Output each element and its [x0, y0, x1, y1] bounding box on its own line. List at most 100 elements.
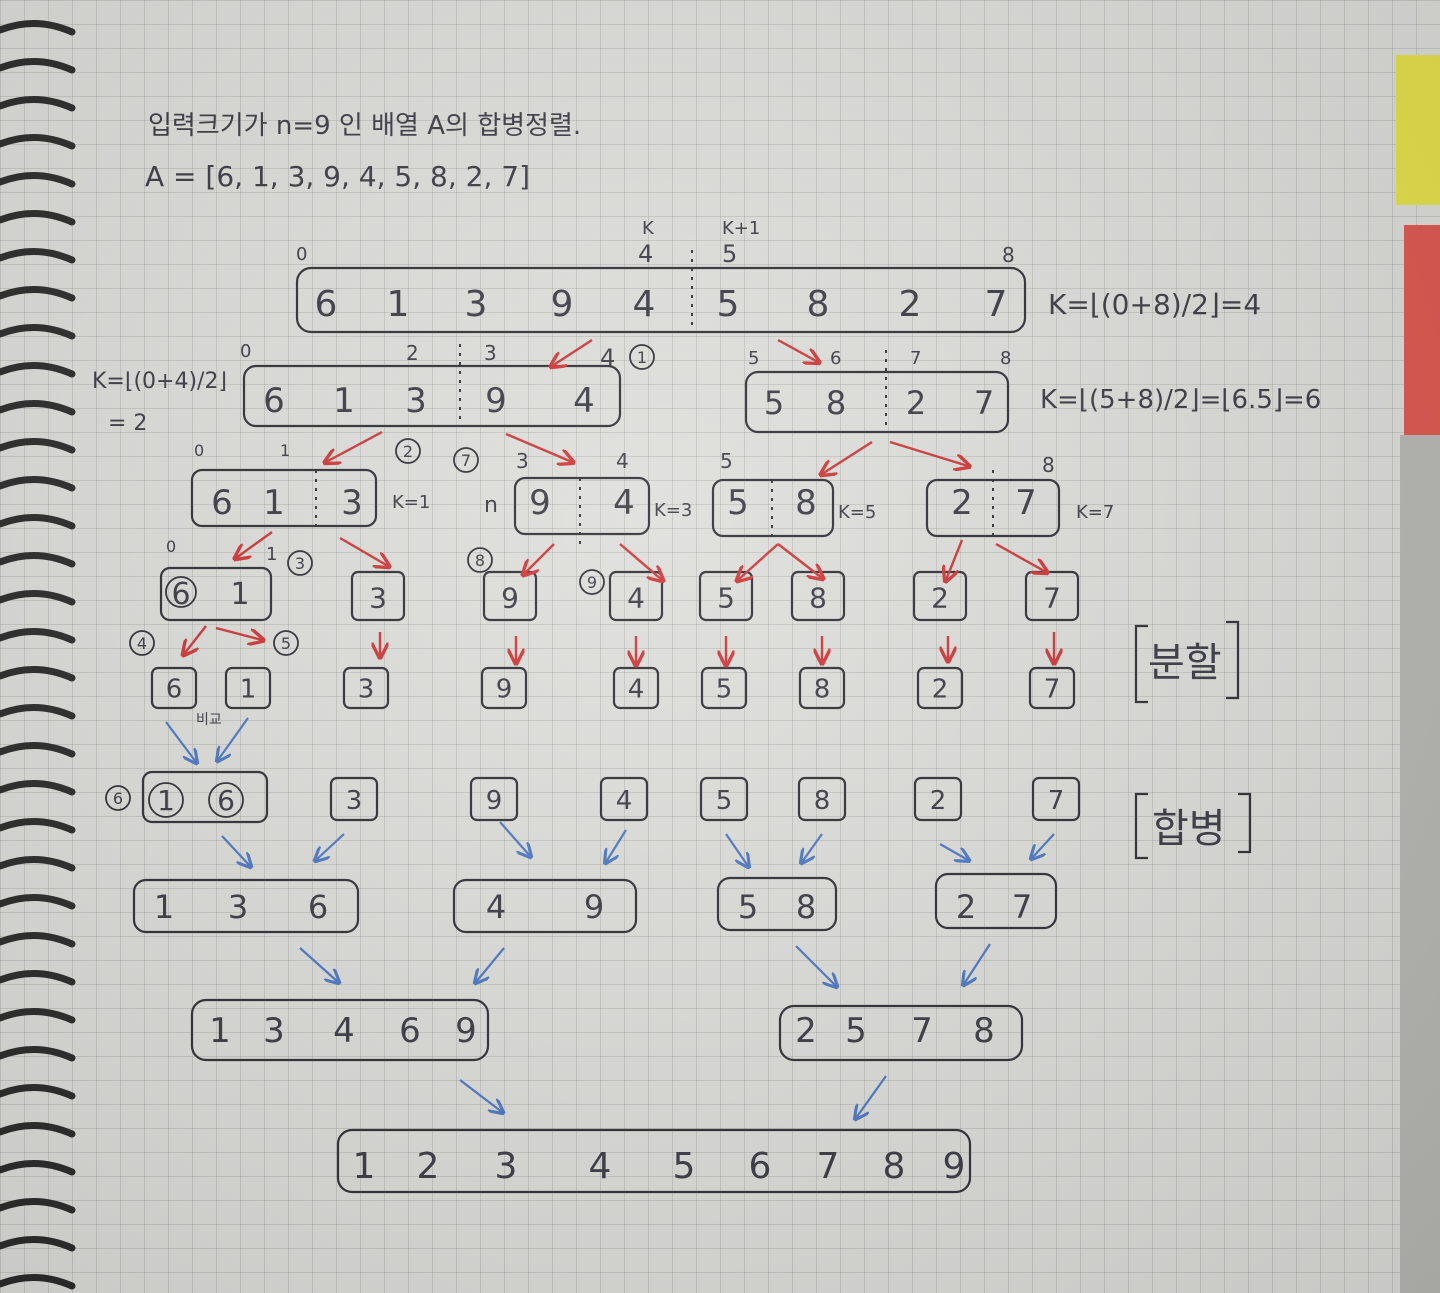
m2-cell-4: 9 [584, 888, 604, 926]
leaf-1: 1 [240, 675, 257, 705]
leaf-3: 9 [496, 675, 513, 705]
l3-single-box-2 [608, 570, 664, 622]
spiral-ring [0, 1121, 76, 1138]
merge-box-2578 [778, 1004, 1024, 1062]
split-arrow-13 [995, 542, 1046, 572]
right-cell-1: 8 [826, 384, 846, 422]
box-94 [513, 476, 651, 536]
l3-single-2: 4 [627, 582, 645, 615]
spiral-ring [0, 665, 76, 682]
spiral-ring [0, 1197, 76, 1214]
spiral-ring [0, 513, 76, 530]
split-arrow-15 [215, 626, 262, 640]
l3-single-1: 9 [501, 582, 519, 615]
spiral-ring [0, 1045, 76, 1062]
sorted-array-box [336, 1128, 972, 1194]
leaf-6: 8 [814, 675, 831, 705]
leaf-box-7 [916, 666, 964, 710]
m3-cell-6: 5 [845, 1011, 867, 1051]
l3-single-box-1 [482, 570, 538, 622]
step-circle-3 [287, 550, 313, 576]
split-arrow-12 [946, 539, 964, 580]
leaf-2: 3 [358, 675, 375, 705]
m2-cell-0: 1 [154, 888, 174, 926]
left-cell-1: 1 [333, 381, 355, 421]
merge-arrow-2 [221, 835, 250, 866]
step-circle-7 [453, 447, 479, 473]
spiral-binding [0, 19, 76, 1290]
k-eq-1: K=1 [392, 492, 430, 513]
split-arrow-6 [236, 531, 273, 558]
spiral-ring [0, 1235, 76, 1252]
merge-arrow-0 [165, 721, 196, 762]
m3-cell-0: 1 [209, 1011, 231, 1051]
index-0-l3: 0 [166, 537, 176, 556]
k-eq-5: K=5 [838, 502, 876, 523]
index-8-right: 8 [1000, 348, 1011, 369]
index-5-root: 5 [722, 240, 737, 268]
l3-single-4: 8 [809, 582, 827, 615]
merge-arrow-5 [606, 829, 627, 862]
m1-single-6: 7 [1048, 786, 1065, 816]
arrows [165, 338, 1054, 1118]
leaf-0: 6 [166, 675, 183, 705]
sorted-cell-2: 3 [495, 1146, 518, 1187]
m3-cell-4: 9 [455, 1011, 477, 1051]
left-cell-2: 3 [405, 381, 427, 421]
step-circle-2 [395, 438, 421, 464]
sorted-cell-6: 7 [817, 1146, 840, 1187]
root-cell-5: 5 [717, 284, 740, 325]
k-eq-3: K=3 [654, 500, 692, 521]
k-eq-7: K=7 [1076, 502, 1114, 523]
merge-box-58 [716, 876, 838, 932]
right-cell-3: 7 [974, 384, 994, 422]
merge-label: 합병 [1152, 806, 1226, 852]
step-circle-1 [629, 344, 655, 370]
leaf-8: 7 [1044, 675, 1061, 705]
sticky-tabs [1392, 0, 1440, 1293]
box-61 [159, 566, 273, 622]
m2-cell-1: 3 [228, 888, 248, 926]
spiral-ring [0, 741, 76, 758]
sorted-cell-7: 8 [883, 1146, 906, 1187]
l2-cell-3: 9 [529, 483, 551, 523]
spiral-ring [0, 1159, 76, 1176]
right-cell-0: 5 [764, 384, 784, 422]
spiral-ring [0, 57, 76, 74]
merge-arrow-6 [725, 833, 748, 866]
m1-single-4: 8 [814, 786, 831, 816]
leaf-box-2 [342, 666, 390, 710]
spiral-ring [0, 361, 76, 378]
title-line: 입력크기가 n=9 인 배열 A의 합병정렬. [148, 111, 581, 141]
l2-cell-1: 1 [263, 483, 285, 523]
merge-arrow-14 [459, 1079, 502, 1112]
spiral-ring [0, 323, 76, 340]
m1-single-1: 9 [486, 786, 503, 816]
m1-cell-1: 6 [217, 784, 235, 817]
root-cell-1: 1 [387, 284, 410, 325]
step-6: 6 [113, 789, 123, 808]
merge-box-27 [934, 872, 1058, 930]
m3-cell-1: 3 [263, 1011, 285, 1051]
step-9: 9 [587, 573, 597, 592]
index-8-l2: 8 [1042, 453, 1055, 477]
index-2-left: 2 [406, 341, 419, 365]
left-cell-3: 9 [485, 381, 507, 421]
spiral-ring [0, 209, 76, 226]
merge-box-16 [141, 770, 269, 824]
compare-note: 비교 [196, 712, 222, 728]
index-3-l2: 3 [516, 449, 529, 473]
left-cell-0: 6 [263, 381, 285, 421]
merge-box-13469 [190, 998, 490, 1062]
right-cell-2: 2 [906, 384, 926, 422]
m1-single-box-6 [1031, 776, 1081, 822]
l3-cell-1: 1 [230, 577, 249, 612]
l2-cell-6: 8 [795, 483, 817, 523]
m1-single-box-4 [797, 776, 847, 822]
split-arrow-0 [552, 338, 593, 366]
index-3-left: 3 [484, 341, 497, 365]
split-arrow-11 [777, 543, 822, 578]
m3-cell-8: 8 [973, 1011, 995, 1051]
